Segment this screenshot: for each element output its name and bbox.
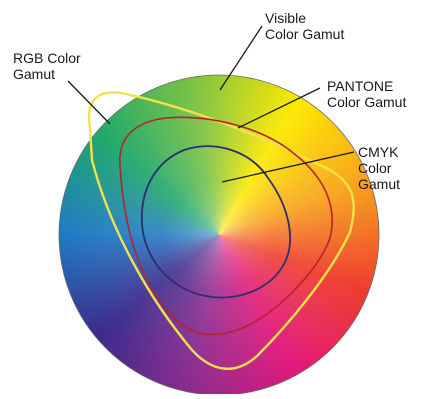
rgb-gamut-label: RGB Color Gamut xyxy=(13,50,81,82)
cmyk-gamut-label-line-3: Gamut xyxy=(358,176,400,192)
pantone-gamut-label-line-1: PANTONE xyxy=(327,78,406,94)
pantone-gamut-label-line-2: Color Gamut xyxy=(327,94,406,110)
cmyk-gamut-label: CMYK Color Gamut xyxy=(358,144,400,192)
visible-gamut-label-line-2: Color Gamut xyxy=(265,26,344,42)
cmyk-gamut-label-line-1: CMYK xyxy=(358,144,400,160)
rgb-gamut-label-line-2: Gamut xyxy=(13,66,81,82)
visible-gamut-label-line-1: Visible xyxy=(265,10,344,26)
pantone-gamut-label: PANTONE Color Gamut xyxy=(327,78,406,110)
cmyk-gamut-label-line-2: Color xyxy=(358,160,400,176)
rgb-gamut-label-line-1: RGB Color xyxy=(13,50,81,66)
visible-gamut-label: Visible Color Gamut xyxy=(265,10,344,42)
